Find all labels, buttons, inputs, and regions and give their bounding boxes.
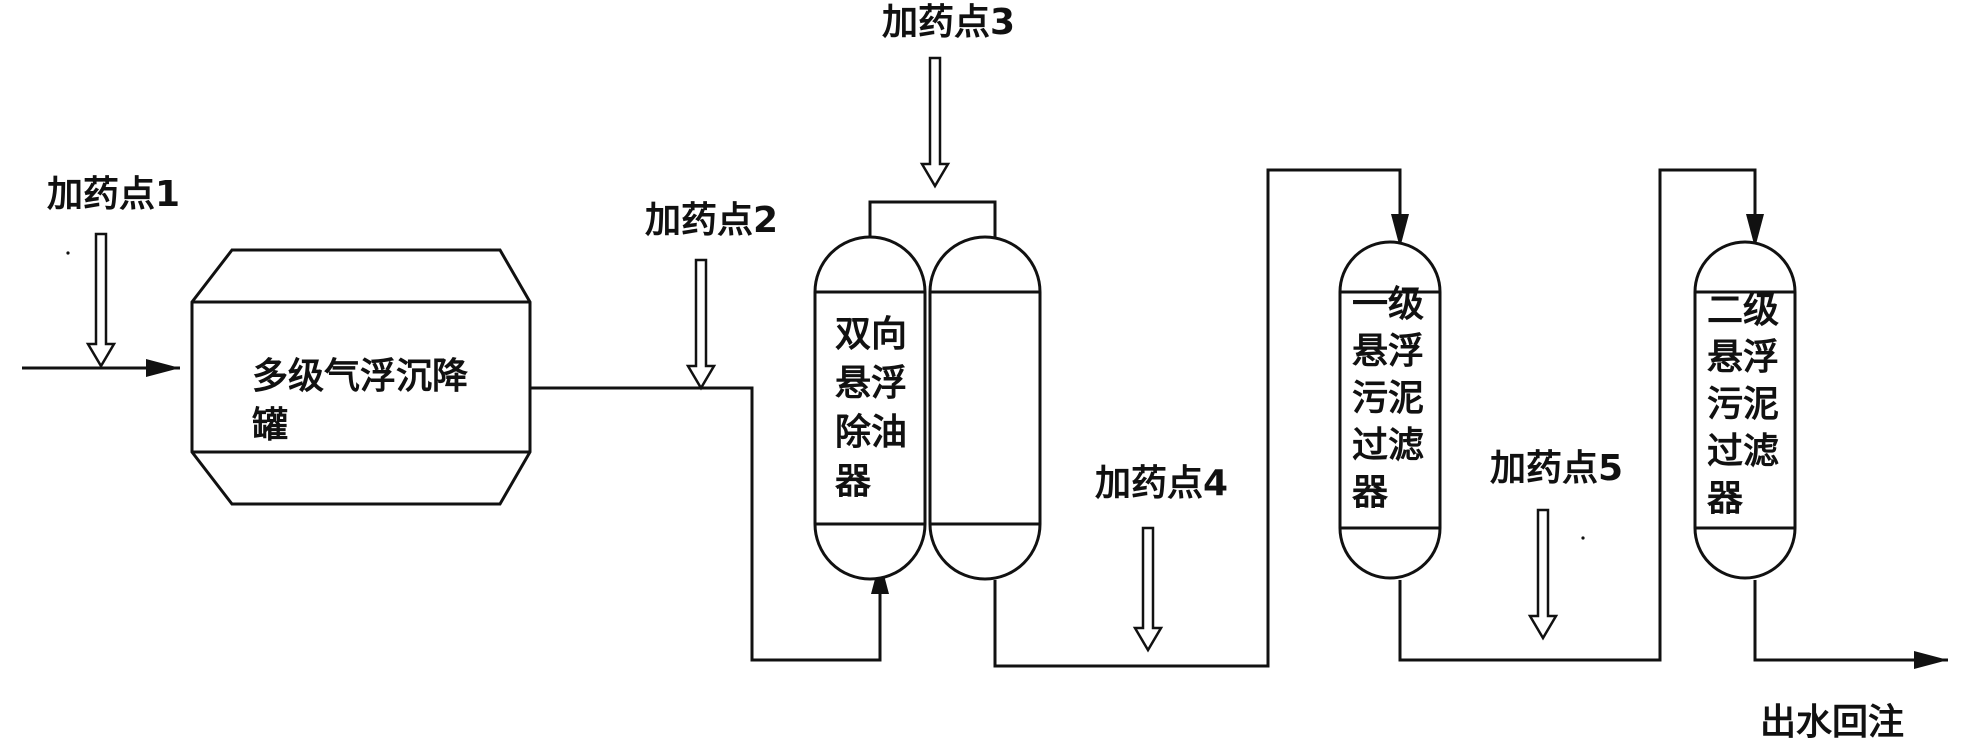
dosing-arrow-2	[685, 258, 717, 391]
oil-remover-label-line3: 除油	[835, 412, 907, 453]
filter-1-label-line4: 过滤	[1352, 425, 1424, 466]
filter-1-label-line3: 污泥	[1352, 378, 1424, 419]
pipe-tank-to-oil-remover	[530, 386, 889, 662]
filter-1-label-line2: 悬浮	[1352, 331, 1424, 372]
dosing-arrow-4	[1132, 526, 1164, 653]
oil-remover-label-line2: 悬浮	[835, 363, 907, 404]
dosing-label-1: 加药点1	[47, 174, 180, 215]
dosing-arrow-3	[919, 56, 951, 189]
settling-tank-label-line1: 多级气浮沉降	[252, 356, 468, 397]
filter-1: 一级 悬浮 污泥 过滤 器	[1338, 240, 1442, 580]
filter-2-label-line3: 污泥	[1707, 384, 1779, 425]
outlet-pipe	[1753, 580, 1948, 669]
dosing-label-3: 加药点3	[882, 2, 1015, 43]
pipe-oil-remover-to-filter-1	[993, 168, 1409, 668]
filter-1-label-line1: 一级	[1352, 284, 1424, 325]
dosing-label-5: 加药点5	[1490, 448, 1623, 489]
filter-1-label-line5: 器	[1352, 472, 1389, 513]
stray-dot-2	[1581, 536, 1585, 540]
stray-dot-1	[66, 251, 70, 255]
dosing-label-4: 加药点4	[1095, 463, 1228, 504]
outlet-label: 出水回注	[1760, 702, 1904, 743]
settling-tank-body	[190, 248, 532, 506]
oil-remover: 双向 悬浮 除油 器	[813, 200, 1042, 581]
filter-2-label-line5: 器	[1707, 478, 1744, 519]
oil-remover-left-vessel	[813, 235, 927, 581]
oil-remover-label-line1: 双向	[835, 314, 907, 355]
filter-2-label-line2: 悬浮	[1707, 337, 1779, 378]
filter-2-label-line1: 二级	[1707, 290, 1779, 331]
dosing-arrow-1	[85, 232, 117, 369]
pipe-filter-1-to-filter-2	[1398, 168, 1764, 662]
settling-tank: 多级气浮沉降 罐	[190, 248, 532, 506]
oil-remover-right-vessel	[928, 235, 1042, 581]
dosing-arrow-5	[1527, 508, 1559, 641]
filter-2: 二级 悬浮 污泥 过滤 器	[1693, 240, 1797, 580]
oil-remover-label-line4: 器	[835, 461, 872, 502]
oil-remover-top-connector	[868, 200, 997, 238]
dosing-label-2: 加药点2	[645, 200, 778, 241]
filter-2-label-line4: 过滤	[1707, 431, 1779, 472]
settling-tank-label-line2: 罐	[252, 405, 288, 446]
